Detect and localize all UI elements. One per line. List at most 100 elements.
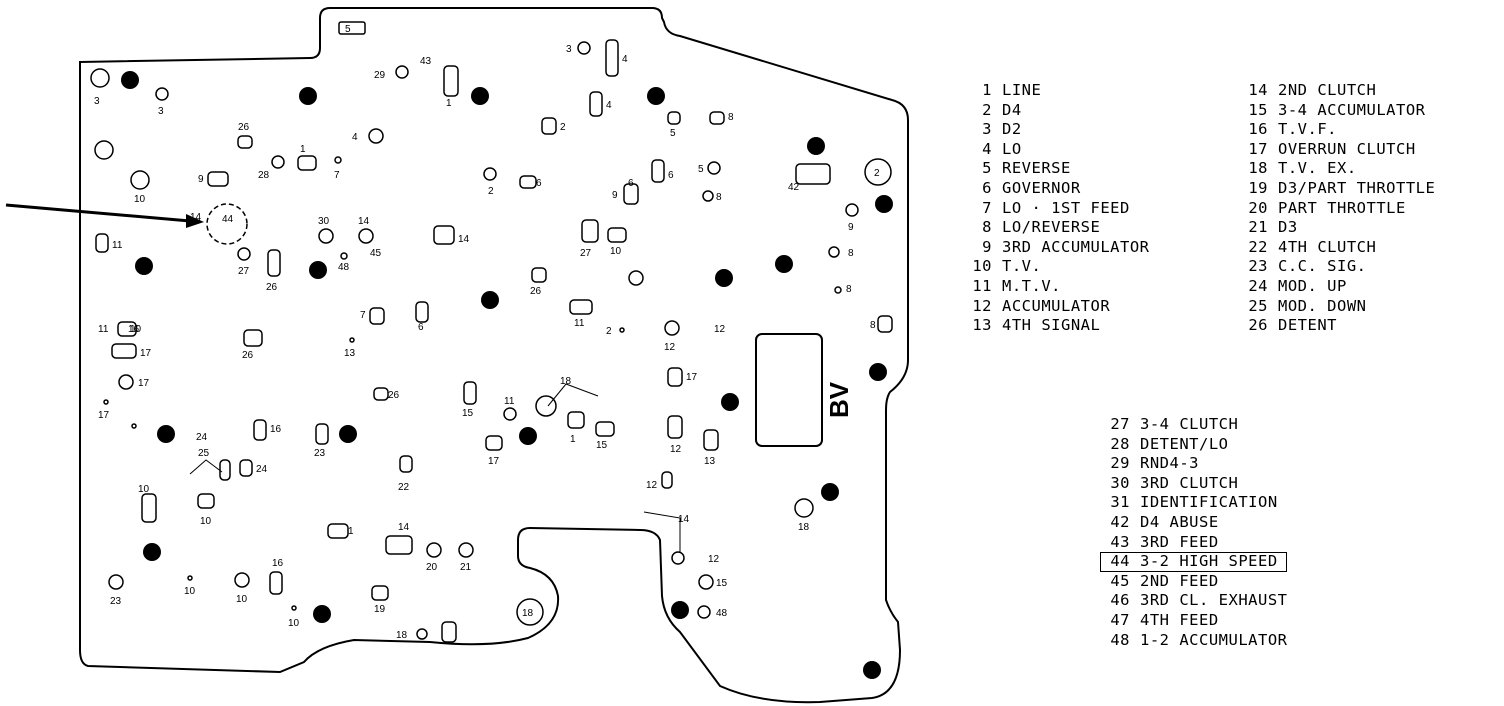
port-label: 1	[348, 526, 354, 537]
port-label: 5	[345, 24, 351, 35]
port-opening	[503, 407, 517, 421]
port-label: 18	[522, 608, 534, 619]
port-label: 16	[270, 424, 282, 435]
port-opening	[243, 329, 263, 347]
legend-label: PART THROTTLE	[1278, 198, 1406, 217]
port-opening	[219, 459, 231, 481]
legend-number: 18	[1248, 159, 1268, 178]
port-label: 3	[158, 106, 164, 117]
port-label: 1	[570, 434, 576, 445]
port-opening	[664, 320, 680, 336]
port-label: 2	[606, 326, 612, 337]
legend-number: 10	[972, 257, 992, 276]
bolt-hole	[869, 363, 887, 381]
port-label: 23	[110, 596, 122, 607]
port-label: 18	[396, 630, 408, 641]
legend-label: D3/PART THROTTLE	[1278, 178, 1436, 197]
port-label: 26	[388, 390, 400, 401]
port-opening	[795, 163, 831, 185]
bolt-hole	[863, 661, 881, 679]
port-label: 8	[728, 112, 734, 123]
port-opening	[358, 228, 374, 244]
bolt-hole	[339, 425, 357, 443]
port-label: 25	[198, 448, 210, 459]
port-label: 17	[488, 456, 500, 467]
port-label: 18	[560, 376, 572, 387]
port-opening	[415, 301, 429, 323]
legend-number: 11	[972, 276, 992, 295]
port-opening	[118, 374, 134, 390]
port-opening	[334, 156, 342, 164]
port-label: 29	[374, 70, 386, 81]
port-label: 17	[140, 348, 152, 359]
legend-label: DETENT/LO	[1140, 434, 1229, 453]
legend-label: 2ND FEED	[1140, 571, 1219, 590]
port-opening	[535, 395, 557, 417]
port-label: 15	[596, 440, 608, 451]
port-label: 30	[318, 216, 330, 227]
port-opening	[651, 159, 665, 183]
port-label: 26	[238, 122, 250, 133]
bolt-hole	[671, 601, 689, 619]
legend-number: 13	[972, 316, 992, 335]
port-opening	[569, 299, 593, 315]
bolt-hole	[715, 269, 733, 287]
bolt-hole	[721, 393, 739, 411]
bolt-hole	[309, 261, 327, 279]
port-opening	[703, 429, 719, 451]
port-opening	[661, 471, 673, 489]
port-opening	[327, 523, 349, 539]
port-label: 4	[606, 100, 612, 111]
port-opening	[369, 307, 385, 325]
port-opening	[607, 227, 627, 243]
port-opening	[667, 415, 683, 439]
port-opening	[531, 267, 547, 283]
legend-label: LO/REVERSE	[1002, 218, 1101, 237]
port-opening	[845, 203, 859, 217]
circled-mark-18	[516, 598, 544, 626]
port-label: 3	[94, 96, 100, 107]
port-opening	[297, 155, 317, 171]
port-label: 15	[462, 408, 474, 419]
bolt-hole	[875, 195, 893, 213]
port-opening	[519, 175, 537, 189]
bolt-hole	[775, 255, 793, 273]
port-label: 11	[112, 240, 123, 251]
legend-number: 28	[1110, 434, 1130, 453]
legend-label: 3RD ACCUMULATOR	[1002, 237, 1150, 256]
bolt-hole	[157, 425, 175, 443]
legend-label: LO	[1002, 139, 1022, 158]
port-opening	[269, 571, 283, 595]
bolt-hole	[821, 483, 839, 501]
legend-number: 29	[1110, 454, 1130, 473]
port-label: 10	[138, 484, 150, 495]
legend-number: 2	[982, 100, 992, 119]
port-label: 10	[200, 516, 212, 527]
port-label: 19	[374, 604, 386, 615]
port-label: 14	[398, 522, 410, 533]
legend-label: OVERRUN CLUTCH	[1278, 139, 1416, 158]
legend-number: 45	[1110, 571, 1130, 590]
bolt-hole	[519, 427, 537, 445]
port-opening	[828, 246, 840, 258]
bolt-hole	[143, 543, 161, 561]
port-opening	[349, 337, 355, 343]
legend-number: 43	[1110, 532, 1130, 551]
port-opening	[702, 190, 714, 202]
leader-line-25	[189, 459, 223, 475]
port-label: 6	[418, 322, 424, 333]
